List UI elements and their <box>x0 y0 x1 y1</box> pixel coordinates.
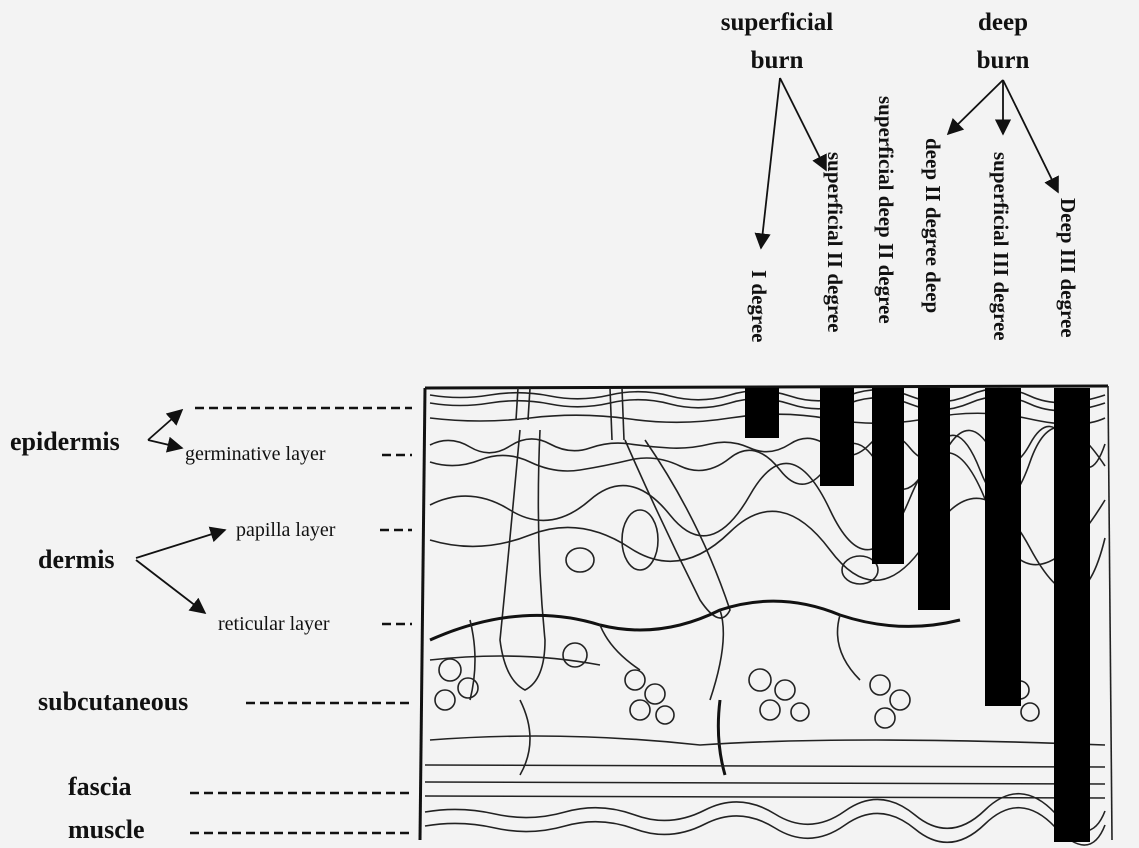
label-deep-ii-degree-deep: deep II degree deep <box>921 138 945 313</box>
label-reticular-layer: reticular layer <box>218 613 330 635</box>
label-fascia: fascia <box>68 772 132 801</box>
label-deep-iii-degree: Deep III degree <box>1056 198 1080 338</box>
label-superficial-deep-ii-degree: superficial deep II degree <box>874 96 898 324</box>
label-superficial-iii-degree: superficial III degree <box>989 152 1013 341</box>
label-dermis: dermis <box>38 545 115 574</box>
label-i-degree: I degree <box>747 270 771 343</box>
heading-superficial: superficial <box>721 9 834 36</box>
bar-i-degree <box>745 388 779 438</box>
fat-lobules <box>435 659 1039 728</box>
bar-deep-ii-degree-deep <box>918 388 950 610</box>
degree-labels: I degree superficial II degree superfici… <box>747 96 1080 343</box>
layer-labels: epidermis germinative layer dermis papil… <box>10 408 412 844</box>
label-papilla-layer: papilla layer <box>236 519 336 541</box>
label-superficial-ii-degree: superficial II degree <box>823 152 847 332</box>
label-epidermis: epidermis <box>10 427 120 456</box>
heading-superficial-burn: burn <box>751 47 804 74</box>
label-subcutaneous: subcutaneous <box>38 687 188 716</box>
bar-superficial-ii-degree <box>820 388 854 486</box>
label-germinative-layer: germinative layer <box>185 443 326 465</box>
label-muscle: muscle <box>68 815 145 844</box>
bar-superficial-deep-ii-degree <box>872 388 904 564</box>
bar-deep-iii-degree <box>1054 388 1090 842</box>
group-superficial-burn: superficial burn <box>721 9 834 248</box>
heading-deep-burn: burn <box>977 47 1030 74</box>
bar-superficial-iii-degree <box>985 388 1021 706</box>
heading-deep: deep <box>978 9 1028 36</box>
